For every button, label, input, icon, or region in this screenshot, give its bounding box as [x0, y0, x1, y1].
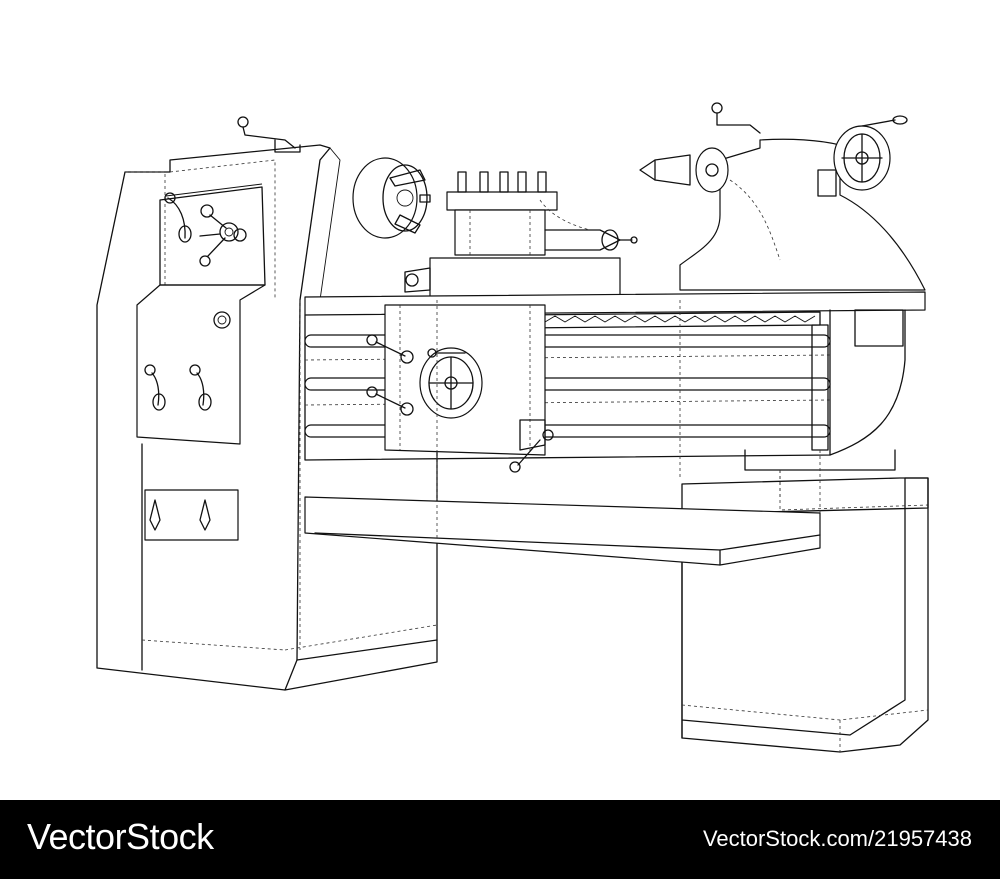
- carriage-apron: [366, 304, 554, 473]
- vectorstock-logo: VectorStock: [27, 816, 214, 857]
- gear-shift-levers: [144, 192, 247, 411]
- front-control-panel: [136, 183, 266, 445]
- electrical-switch-box: [144, 489, 239, 541]
- lathe-wireframe-illustration: [96, 102, 929, 753]
- chip-tray: [304, 496, 821, 566]
- tailstock: [639, 102, 926, 291]
- lathe-chuck: [352, 157, 431, 239]
- right-pedestal: [681, 449, 929, 753]
- headstock-top-lever: [237, 116, 301, 153]
- hidden-lines: [169, 159, 821, 515]
- watermark-footer-bar: VectorStock VectorStock.com/21957438: [0, 800, 1000, 879]
- image-id-text: VectorStock.com/21957438: [702, 826, 972, 851]
- tool-post: [404, 171, 638, 301]
